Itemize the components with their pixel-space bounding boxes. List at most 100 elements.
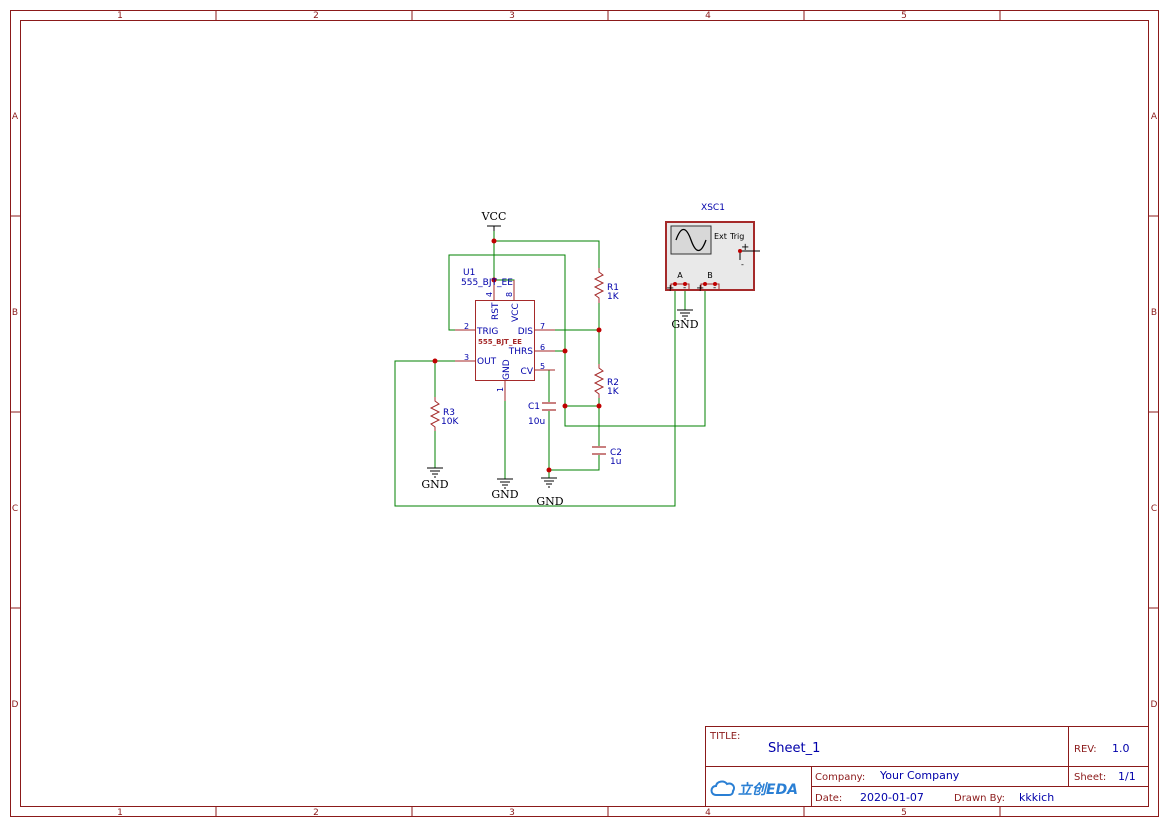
gnd-symbol-scope[interactable]: GND [671, 309, 699, 331]
wires [394, 230, 706, 507]
c2-value: 1u [610, 457, 621, 467]
ic-designator: U1 [463, 268, 475, 278]
cloud-icon [710, 780, 736, 796]
row-label-right: D [1151, 700, 1158, 710]
col-label-bottom: 4 [705, 808, 711, 818]
pin-number-out: 3 [464, 353, 469, 362]
pin-number-gnd: 1 [496, 387, 505, 392]
row-label-left: D [12, 700, 19, 710]
company-value: Your Company [879, 769, 960, 782]
junction-dot [596, 403, 602, 409]
rev-label: REV: [1074, 744, 1097, 755]
resistor-r2[interactable]: R2 1K [593, 364, 620, 398]
wire-out-scope[interactable] [394, 284, 676, 507]
junctions [432, 238, 602, 473]
pin-number-rst: 4 [485, 292, 494, 297]
sine-wave-icon [675, 228, 707, 252]
vcc-symbol[interactable]: VCC [481, 210, 507, 231]
row-label-right: B [1151, 308, 1157, 318]
c1-designator: C1 [528, 402, 540, 412]
wire-cv-c1[interactable] [535, 369, 550, 402]
resistor-r3[interactable]: R3 10K [429, 397, 459, 431]
row-label-left: C [12, 504, 18, 514]
col-label-top: 2 [313, 11, 319, 21]
gnd-symbol-c1[interactable]: GND [536, 477, 564, 508]
ic-555[interactable]: U1 555_BJT_EE 555_BJT_EE RST VCC TRIG DI… [455, 268, 555, 401]
ic-value: 555_BJT_EE [461, 278, 513, 288]
gnd-label: GND [491, 488, 518, 501]
rev-value: 1.0 [1112, 742, 1130, 755]
date-value: 2020-01-07 [860, 791, 924, 804]
eda-logo: 立创EDA [710, 780, 798, 798]
r3-designator: R3 [443, 408, 455, 418]
scope-terminal-a-minus[interactable] [683, 282, 687, 286]
pin-number-cv: 5 [540, 362, 545, 371]
r1-value: 1K [607, 292, 620, 302]
junction-dot [491, 238, 497, 244]
scope-terminal-b-plus[interactable] [703, 282, 707, 286]
sheet-value: 1/1 [1118, 770, 1136, 783]
drawn-by-label: Drawn By: [954, 793, 1005, 804]
junction-dot [432, 358, 438, 364]
scope-ext-label: Ext [714, 232, 727, 241]
wire-vcc-rail[interactable] [493, 230, 600, 268]
scope-trigger-terminal[interactable] [738, 249, 742, 253]
scope-terminal-b-minus[interactable] [713, 282, 717, 286]
sheet-label: Sheet: [1074, 772, 1106, 783]
col-label-bottom: 2 [313, 808, 319, 818]
oscilloscope-xsc1[interactable]: XSC1 Ext Trig + - A B + - + - [665, 203, 760, 294]
pin-name-cv: CV [521, 367, 534, 377]
pin-number-dis: 7 [540, 322, 545, 331]
col-label-top: 5 [901, 11, 907, 21]
row-label-left: A [12, 112, 19, 122]
r1-designator: R1 [607, 283, 619, 293]
col-label-bottom: 5 [901, 808, 907, 818]
gnd-symbol-ic[interactable]: GND [491, 478, 519, 501]
col-label-bottom: 1 [117, 808, 123, 818]
capacitor-c2[interactable]: C2 1u [592, 446, 622, 467]
junction-dot [546, 467, 552, 473]
pin-name-thrs: THRS [508, 347, 534, 357]
row-label-left: B [12, 308, 18, 318]
pin-name-out: OUT [477, 357, 497, 367]
drawn-by-value: kkkich [1019, 791, 1054, 804]
plus-icon: + [696, 283, 704, 294]
scope-channel-b: B [707, 271, 713, 280]
minus-icon: - [713, 283, 716, 293]
capacitor-c1[interactable]: C1 10u [528, 402, 556, 427]
minus-icon: - [683, 283, 686, 293]
title-label: TITLE: [709, 731, 740, 742]
pin-name-gnd: GND [502, 359, 512, 380]
plus-icon: + [741, 242, 749, 253]
plus-icon: + [666, 283, 674, 294]
title-value: Sheet_1 [768, 741, 820, 756]
gnd-symbol-r3[interactable]: GND [421, 467, 449, 491]
ic-body-label: 555_BJT_EE [478, 338, 522, 346]
drawing-frame [10, 10, 1159, 817]
r2-designator: R2 [607, 378, 619, 388]
junction-dot [596, 327, 602, 333]
gnd-label: GND [536, 495, 563, 508]
junction-dot [562, 403, 568, 409]
frame-labels: 1 2 3 4 5 1 2 3 4 5 A B C D A B C D [12, 11, 1158, 818]
row-label-right: C [1151, 504, 1157, 514]
junction-dot [562, 348, 568, 354]
gnd-label: GND [671, 318, 698, 331]
r2-value: 1K [607, 387, 620, 397]
col-label-bottom: 3 [509, 808, 515, 818]
wire-trig-thrs-loop[interactable] [448, 254, 706, 427]
pin-name-vcc: VCC [511, 303, 521, 322]
row-label-right: A [1151, 112, 1158, 122]
resistor-r1[interactable]: R1 1K [593, 268, 620, 303]
wire-c2-gnd[interactable] [549, 455, 600, 471]
pin-name-dis: DIS [518, 327, 534, 337]
scope-trig-label: Trig [729, 232, 744, 241]
scope-channel-a: A [677, 271, 683, 280]
pin-number-thrs: 6 [540, 343, 545, 352]
pin-number-trig: 2 [464, 322, 469, 331]
scope-terminal-a-plus[interactable] [673, 282, 677, 286]
gnd-label: GND [421, 478, 448, 491]
vcc-label: VCC [481, 210, 507, 223]
eda-logo-text: 立创EDA [738, 781, 798, 798]
